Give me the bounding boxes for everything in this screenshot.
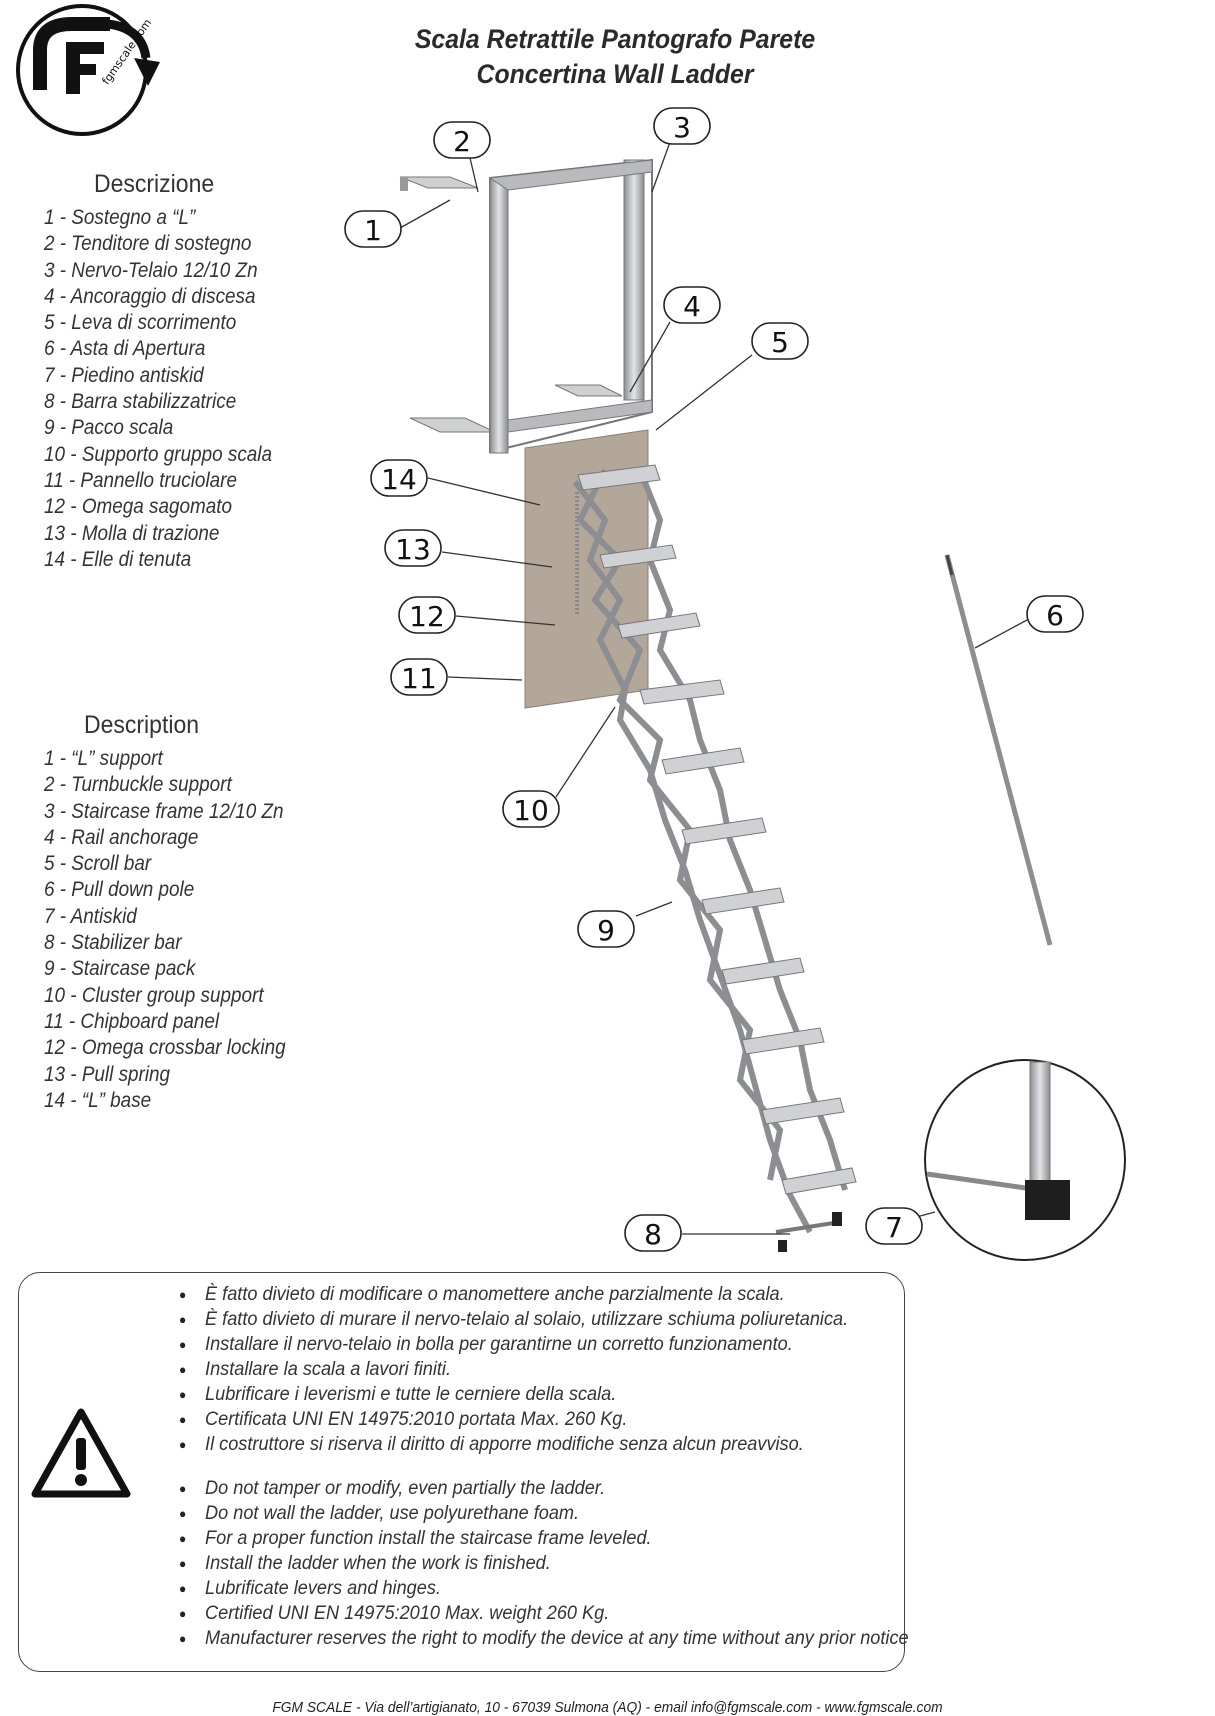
note-it: Il costruttore si riserva il diritto di … xyxy=(179,1432,848,1457)
note-en: Do not tamper or modify, even partially … xyxy=(179,1476,909,1501)
notes-italian: È fatto divieto di modificare o manomett… xyxy=(179,1282,899,1457)
note-en: For a proper function install the stairc… xyxy=(179,1526,909,1551)
notes-english: Do not tamper or modify, even partially … xyxy=(179,1476,964,1651)
svg-text:5: 5 xyxy=(771,326,789,359)
callout-14: 14 xyxy=(370,459,428,497)
note-en: Certified UNI EN 14975:2010 Max. weight … xyxy=(179,1601,909,1626)
pull-down-pole xyxy=(944,554,1053,946)
staircase-pack xyxy=(572,468,848,1234)
callout-1: 1 xyxy=(344,210,402,248)
svg-text:3: 3 xyxy=(673,111,691,144)
description-item: 1 - “L” support xyxy=(44,747,163,770)
svg-text:11: 11 xyxy=(401,662,437,695)
note-it: Lubrificare i leverismi e tutte le cerni… xyxy=(179,1382,848,1407)
svg-text:9: 9 xyxy=(597,914,615,947)
page-title: Scala Retrattile Pantografo Parete Conce… xyxy=(353,22,877,92)
svg-text:8: 8 xyxy=(644,1218,662,1251)
descrizione-item: 6 - Asta di Apertura xyxy=(44,337,206,361)
descrizione-item: 3 - Nervo-Telaio 12/10 Zn xyxy=(44,258,258,282)
l-support-top xyxy=(399,176,479,191)
descrizione-item: 7 - Piedino antiskid xyxy=(44,363,204,387)
footer-contact: FGM SCALE - Via dell’artigianato, 10 - 6… xyxy=(272,1699,943,1716)
callout-7: 7 xyxy=(865,1207,923,1245)
description-item: 5 - Scroll bar xyxy=(44,852,152,876)
callout-9: 9 xyxy=(577,910,635,948)
description-item: 13 - Pull spring xyxy=(44,1062,171,1086)
callout-12: 12 xyxy=(398,596,456,634)
antiskid-foot-left xyxy=(778,1240,787,1252)
description-item: 8 - Stabilizer bar xyxy=(44,931,182,955)
note-it: Installare il nervo-telaio in bolla per … xyxy=(179,1332,848,1357)
staircase-frame xyxy=(488,158,653,454)
note-en: Manufacturer reserves the right to modif… xyxy=(179,1626,909,1651)
note-it: È fatto divieto di murare il nervo-telai… xyxy=(179,1307,848,1332)
descrizione-heading: Descrizione xyxy=(94,170,215,198)
callout-4: 4 xyxy=(663,286,721,324)
ladder-steps xyxy=(577,464,857,1195)
descrizione-item: 8 - Barra stabilizzatrice xyxy=(44,390,237,414)
description-item: 3 - Staircase frame 12/10 Zn xyxy=(44,799,284,823)
callout-13: 13 xyxy=(384,529,442,567)
description-list: 1 - “L” support 2 - Turnbuckle support 3… xyxy=(44,746,312,1114)
note-en: Install the ladder when the work is fini… xyxy=(179,1551,909,1576)
description-item: 10 - Cluster group support xyxy=(44,983,264,1007)
stabilizer-bar xyxy=(775,1220,841,1234)
svg-text:13: 13 xyxy=(395,533,431,566)
callout-3: 3 xyxy=(653,107,711,145)
descrizione-item: 10 - Supporto gruppo scala xyxy=(44,442,273,466)
descrizione-item: 5 - Leva di scorrimento xyxy=(44,311,237,335)
descrizione-item: 9 - Pacco scala xyxy=(44,416,174,440)
callout-10: 10 xyxy=(502,790,560,828)
descrizione-item: 4 - Ancoraggio di discesa xyxy=(44,284,256,308)
warning-triangle-icon xyxy=(31,1408,131,1503)
description-item: 12 - Omega crossbar locking xyxy=(44,1036,286,1060)
descrizione-item: 11 - Pannello truciolare xyxy=(44,468,237,492)
note-it: Certificata UNI EN 14975:2010 portata Ma… xyxy=(179,1407,848,1432)
description-item: 11 - Chipboard panel xyxy=(44,1009,220,1033)
callout-2: 2 xyxy=(433,121,491,159)
callout-11: 11 xyxy=(390,658,448,696)
description-item: 4 - Rail anchorage xyxy=(44,825,199,849)
svg-text:6: 6 xyxy=(1046,599,1064,632)
brand-logo: fgmscale.com xyxy=(14,2,166,138)
note-it: È fatto divieto di modificare o manomett… xyxy=(179,1282,848,1307)
callout-5: 5 xyxy=(751,322,809,360)
description-item: 2 - Turnbuckle support xyxy=(44,773,232,797)
callout-6: 6 xyxy=(1026,595,1084,633)
notice-box: È fatto divieto di modificare o manomett… xyxy=(18,1272,909,1672)
descrizione-item: 1 - Sostegno a “L” xyxy=(44,206,196,229)
note-en: Do not wall the ladder, use polyurethane… xyxy=(179,1501,909,1526)
note-en: Lubrificate levers and hinges. xyxy=(179,1576,909,1601)
descrizione-item: 14 - Elle di tenuta xyxy=(44,547,192,571)
svg-text:2: 2 xyxy=(453,125,471,158)
descrizione-item: 13 - Molla di trazione xyxy=(44,521,220,545)
descrizione-item: 12 - Omega sagomato xyxy=(44,495,233,519)
description-item: 6 - Pull down pole xyxy=(44,878,195,902)
antiskid-detail xyxy=(924,1059,1126,1261)
svg-text:14: 14 xyxy=(381,463,417,496)
description-item: 9 - Staircase pack xyxy=(44,957,196,981)
descrizione-item: 2 - Tenditore di sostegno xyxy=(44,232,252,256)
title-line-1: Scala Retrattile Pantografo Parete xyxy=(414,24,816,54)
svg-text:10: 10 xyxy=(513,794,549,827)
antiskid-foot xyxy=(832,1212,842,1226)
description-item: 14 - “L” base xyxy=(44,1088,152,1112)
svg-text:4: 4 xyxy=(683,290,701,323)
description-heading: Description xyxy=(84,711,200,739)
descrizione-list: 1 - Sostegno a “L” 2 - Tenditore di sost… xyxy=(44,205,297,573)
leader-lines xyxy=(399,141,1028,1235)
ladder-illustration: 1 2 3 4 5 6 7 8 9 10 11 12 13 14 xyxy=(344,107,1126,1261)
callout-8: 8 xyxy=(624,1214,682,1252)
title-line-2: Concertina Wall Ladder xyxy=(476,59,754,89)
svg-text:7: 7 xyxy=(885,1211,903,1244)
svg-text:12: 12 xyxy=(409,600,445,633)
svg-text:1: 1 xyxy=(364,214,382,247)
pole-hook xyxy=(945,554,954,576)
description-item: 7 - Antiskid xyxy=(44,904,137,928)
note-it: Installare la scala a lavori finiti. xyxy=(179,1357,848,1382)
